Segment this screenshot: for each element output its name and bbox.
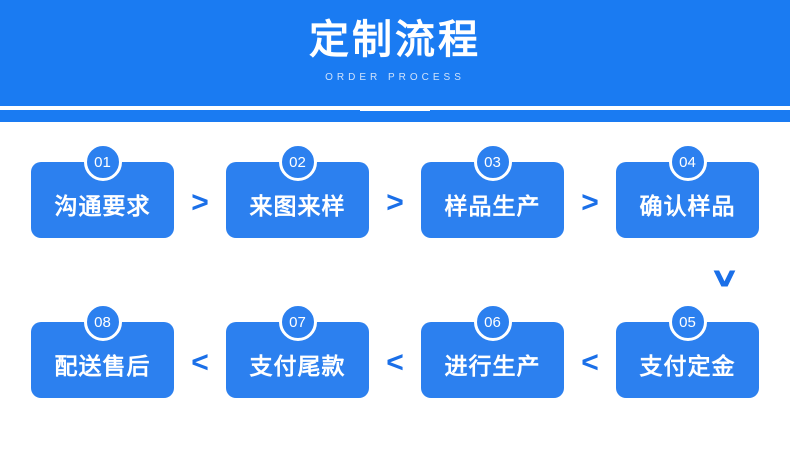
header-banner: 定制流程 ORDER PROCESS (0, 0, 790, 112)
step-label-06: 进行生产 (444, 353, 541, 379)
step-number-04: 04 (668, 143, 707, 181)
arrow-left-2: < (386, 346, 404, 379)
step-number-01: 01 (83, 143, 122, 181)
step-label-07: 支付尾款 (249, 353, 346, 379)
step-08[interactable]: 08 配送售后 (31, 303, 174, 398)
step-number-06: 06 (473, 303, 512, 341)
step-number-07: 07 (278, 303, 317, 341)
header-divider-gap (0, 106, 790, 110)
step-01[interactable]: 01 沟通要求 (31, 143, 174, 238)
step-label-05: 支付定金 (639, 353, 736, 379)
step-07[interactable]: 07 支付尾款 (226, 303, 369, 398)
arrow-right-3: > (581, 186, 599, 219)
arrow-left-1: < (191, 346, 209, 379)
page-subtitle: ORDER PROCESS (325, 72, 465, 83)
header-text-group: 定制流程 ORDER PROCESS (0, 14, 790, 86)
arrow-down-connector: ∨ (709, 262, 740, 292)
step-label-02: 来图来样 (249, 193, 346, 219)
page-title: 定制流程 (309, 18, 481, 62)
header-bottom-bar (0, 112, 790, 122)
step-06[interactable]: 06 进行生产 (421, 303, 564, 398)
step-number-02: 02 (278, 143, 317, 181)
step-label-01: 沟通要求 (54, 193, 151, 219)
flow-container: 01 沟通要求 > 02 来图来样 > 03 样品生产 > 04 确认样品 ∨ … (0, 140, 790, 420)
step-04[interactable]: 04 确认样品 (616, 143, 759, 238)
arrow-right-2: > (386, 186, 404, 219)
step-label-04: 确认样品 (639, 193, 736, 219)
step-number-03: 03 (473, 143, 512, 181)
step-02[interactable]: 02 来图来样 (226, 143, 369, 238)
step-03[interactable]: 03 样品生产 (421, 143, 564, 238)
arrow-right-1: > (191, 186, 209, 219)
step-label-08: 配送售后 (54, 353, 151, 379)
step-05[interactable]: 05 支付定金 (616, 303, 759, 398)
step-label-03: 样品生产 (444, 193, 541, 219)
step-number-08: 08 (83, 303, 122, 341)
arrow-left-3: < (581, 346, 599, 379)
flow-row-top: 01 沟通要求 > 02 来图来样 > 03 样品生产 > 04 确认样品 (0, 140, 790, 260)
flow-row-bottom: 08 配送售后 < 07 支付尾款 < 06 进行生产 < 05 支付定金 (0, 300, 790, 420)
step-number-05: 05 (668, 303, 707, 341)
